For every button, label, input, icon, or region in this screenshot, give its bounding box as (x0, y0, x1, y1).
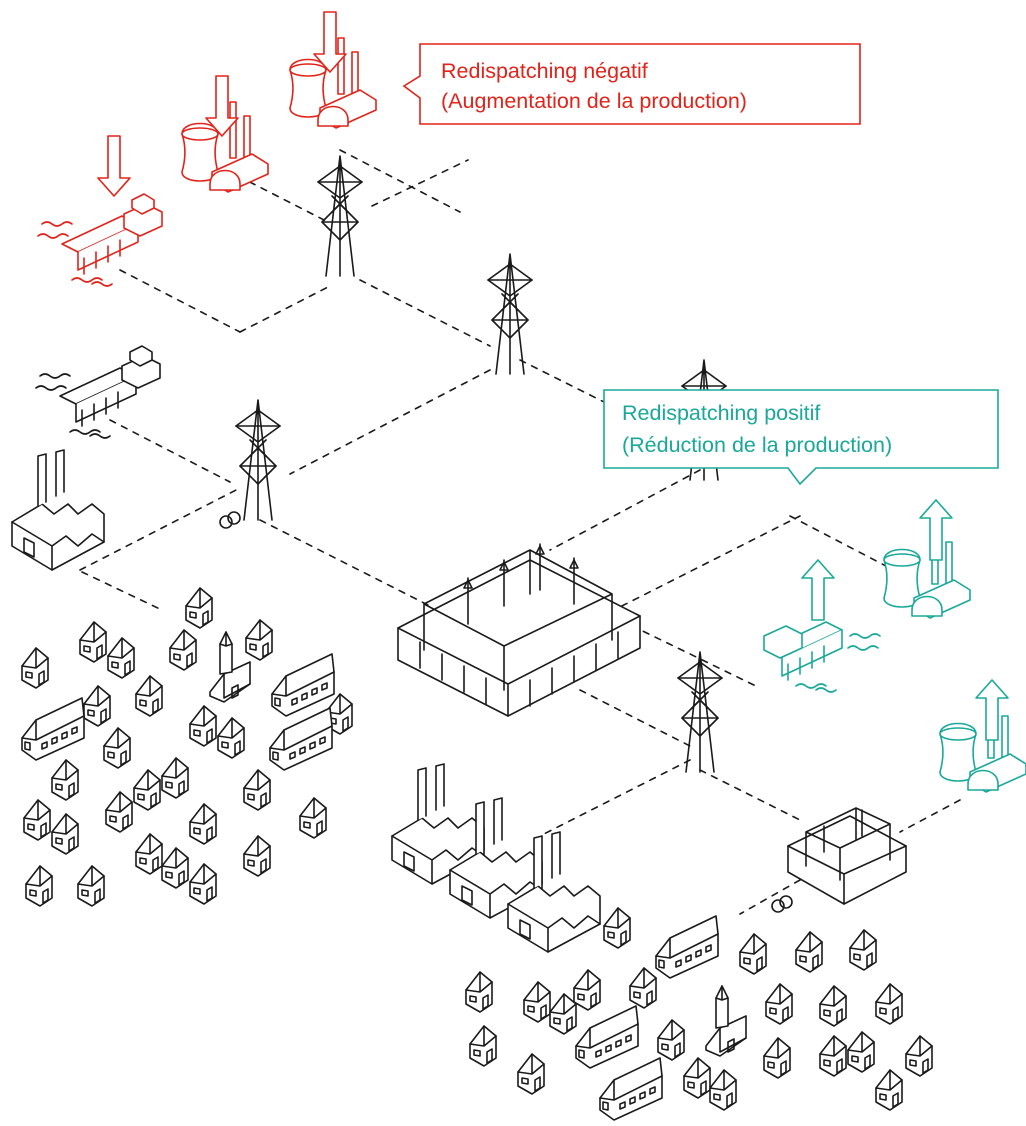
house-icon (189, 705, 217, 747)
house-icon (245, 619, 273, 661)
transformer-icon (771, 895, 793, 913)
house-icon (517, 1053, 545, 1095)
house-icon (185, 587, 213, 629)
house-icon (189, 863, 217, 905)
house-icon (79, 621, 107, 663)
transmission-tower-icon (677, 651, 723, 773)
house-icon (299, 797, 327, 839)
house-icon (875, 1069, 903, 1111)
house-icon (25, 865, 53, 907)
house-icon (135, 675, 163, 717)
arrow-up-icon (801, 559, 835, 621)
house-icon (847, 1031, 875, 1073)
house-icon (603, 907, 631, 949)
power-cables (79, 149, 961, 915)
house-icon (23, 799, 51, 841)
house-icon (21, 697, 85, 761)
reduce-production-plants (763, 499, 1026, 793)
house-icon (819, 985, 847, 1027)
house-icon (243, 835, 271, 877)
house-icon (575, 1005, 639, 1069)
solar-thermal-plant-icon (37, 193, 163, 287)
house-icon (739, 933, 767, 975)
house-icon (819, 1035, 847, 1077)
transmission-tower-icon (487, 253, 533, 375)
church-icon (209, 631, 251, 703)
house-icon (849, 929, 877, 971)
town-left (21, 587, 353, 907)
house-icon (169, 629, 197, 671)
house-icon (189, 803, 217, 845)
house-icon (709, 1069, 737, 1111)
house-icon (217, 717, 245, 759)
house-icon (469, 1025, 497, 1067)
substation-icon (787, 807, 907, 905)
house-icon (21, 647, 49, 689)
house-icon (135, 833, 163, 875)
solar-thermal-plant-icon (763, 621, 881, 693)
transformer-icon (219, 511, 241, 529)
house-icon (105, 791, 133, 833)
house-icon (683, 1057, 711, 1099)
house-icon (599, 1057, 663, 1121)
house-icon (103, 727, 131, 769)
house-icon (573, 969, 601, 1011)
house-icon (657, 1019, 685, 1061)
transmission-tower-icon (317, 155, 363, 277)
house-icon (161, 847, 189, 889)
callout-negative-title: Redispatching négatif (441, 59, 648, 83)
house-icon (465, 971, 493, 1013)
house-icon (51, 759, 79, 801)
factory-icon (11, 449, 105, 571)
arrow-down-icon (97, 135, 131, 197)
callout-positive-title: Redispatching positif (622, 401, 820, 425)
house-icon (765, 983, 793, 1025)
callout-negative: Redispatching négatif (Augmentation de l… (402, 43, 861, 125)
house-icon (243, 769, 271, 811)
house-icon (629, 967, 657, 1009)
house-icon (107, 637, 135, 679)
callout-positive: Redispatching positif (Réduction de la p… (603, 389, 999, 486)
house-icon (77, 865, 105, 907)
house-icon (271, 653, 335, 717)
house-icon (763, 1037, 791, 1079)
house-icon (269, 707, 333, 771)
house-icon (795, 931, 823, 973)
increase-production-plants (37, 11, 377, 287)
power-plant-icon (939, 701, 1026, 793)
house-icon (523, 981, 551, 1023)
house-icon (549, 993, 577, 1035)
callout-negative-subtitle: (Augmentation de la production) (441, 89, 747, 113)
church-icon (705, 985, 747, 1057)
power-plant-icon (883, 527, 971, 619)
house-icon (83, 685, 111, 727)
house-icon (875, 983, 903, 1025)
house-icon (51, 813, 79, 855)
solar-thermal-plant-icon (35, 345, 161, 439)
transmission-tower-icon (235, 399, 281, 521)
substation-icon (397, 543, 641, 717)
house-icon (161, 757, 189, 799)
house-icon (905, 1035, 933, 1077)
house-icon (133, 769, 161, 811)
house-icon (655, 915, 719, 979)
callout-positive-subtitle: (Réduction de la production) (622, 433, 892, 457)
